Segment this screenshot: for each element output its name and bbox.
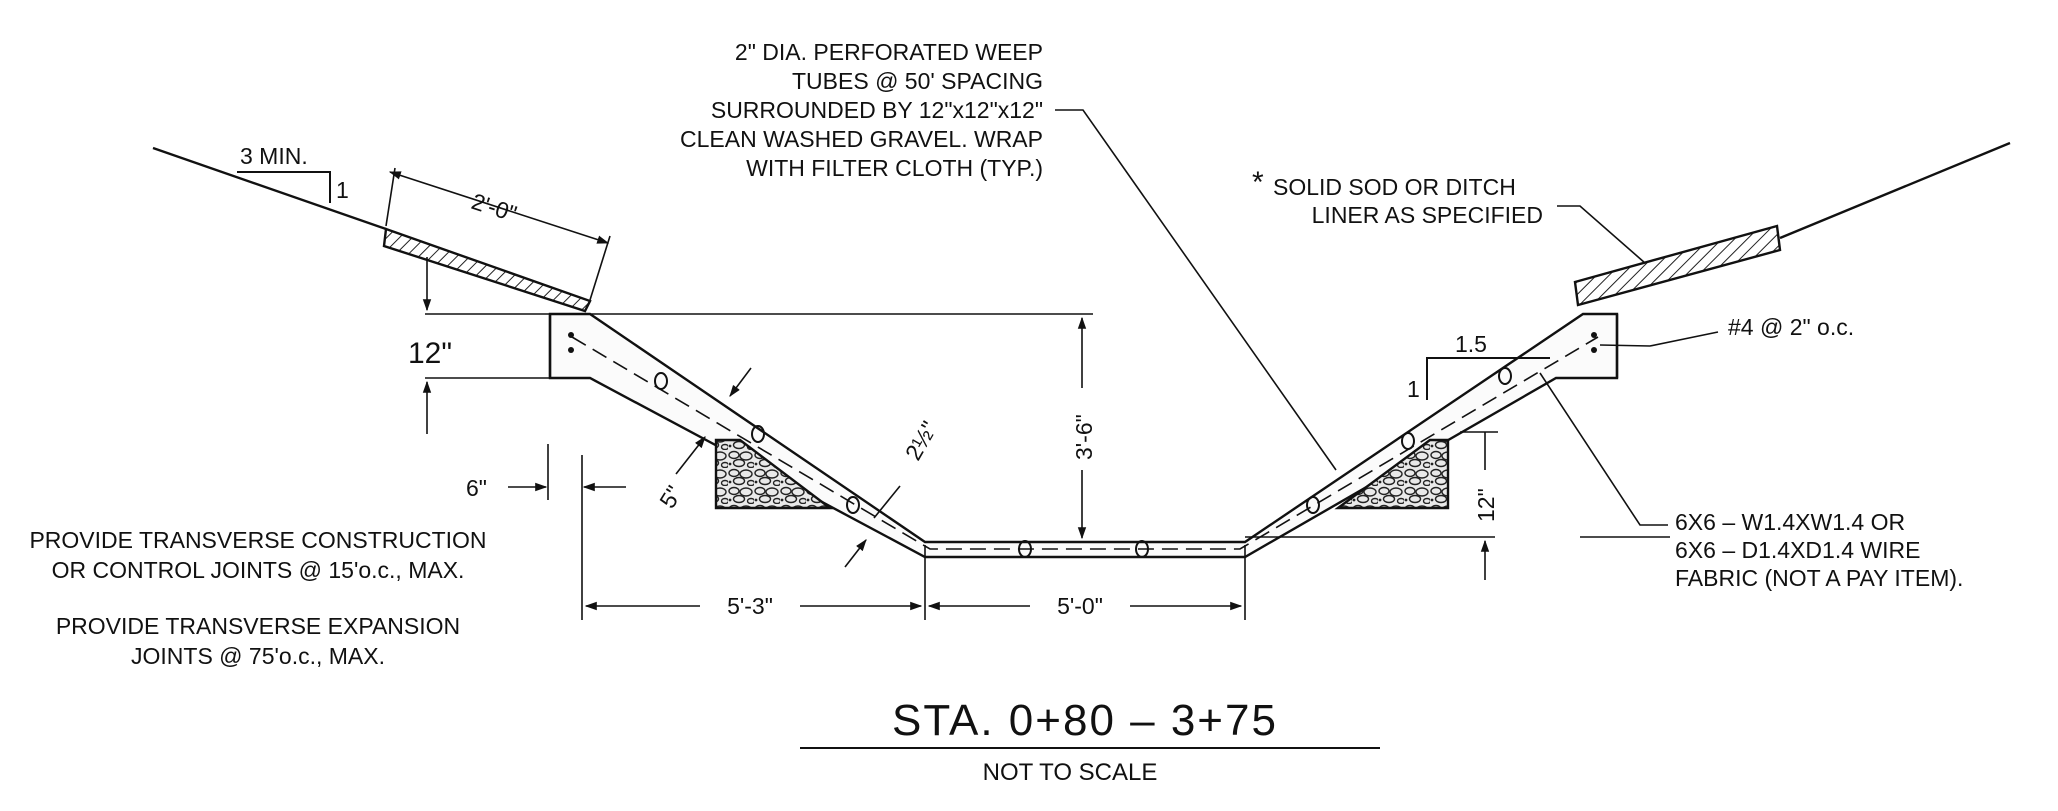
right-gravel-pocket bbox=[1334, 438, 1450, 510]
gravel-height-label: 12" bbox=[1473, 488, 1499, 522]
side-slope-triangle bbox=[1426, 357, 1550, 400]
left-ground-line bbox=[152, 146, 387, 231]
scale-note: NOT TO SCALE bbox=[983, 759, 1158, 786]
concrete-lining bbox=[548, 312, 1619, 559]
left-gravel-pocket bbox=[714, 438, 834, 510]
joint-notes: PROVIDE TRANSVERSE CONSTRUCTION OR CONTR… bbox=[29, 527, 486, 669]
wire-fabric-line-3: FABRIC (NOT A PAY ITEM). bbox=[1675, 565, 1963, 591]
weep-tube-line-3: SURROUNDED BY 12"x12"x12" bbox=[711, 97, 1043, 123]
left-slope-width-label: 5'-3" bbox=[727, 593, 773, 619]
sod-marker: * bbox=[1252, 166, 1264, 199]
expansion-joints-line-2: JOINTS @ 75'o.c., MAX. bbox=[131, 643, 385, 669]
sod-width-dimension-line bbox=[388, 171, 610, 244]
wire-fabric-line-1: 6X6 – W1.4XW1.4 OR bbox=[1675, 509, 1905, 535]
edge-width-label: 6" bbox=[466, 475, 487, 501]
weep-tube-line-5: WITH FILTER CLOTH (TYP.) bbox=[746, 155, 1043, 181]
sod-width-extension bbox=[385, 167, 396, 227]
weep-tube-leader bbox=[1055, 109, 1337, 471]
edge-depth-label: 12" bbox=[408, 337, 452, 370]
slab-thickness-label: 5" bbox=[654, 481, 687, 513]
side-slope-run-label: 1.5 bbox=[1455, 331, 1487, 357]
sod-line-2: LINER AS SPECIFIED bbox=[1312, 202, 1543, 228]
right-rebar-dot bbox=[1591, 332, 1597, 338]
channel-depth-label: 3'-6" bbox=[1071, 414, 1097, 460]
weep-tube-line-4: CLEAN WASHED GRAVEL. WRAP bbox=[680, 126, 1043, 152]
left-sod-strip bbox=[382, 227, 592, 313]
wire-fabric-line-2: 6X6 – D1.4XD1.4 WIRE bbox=[1675, 537, 1920, 563]
weep-tube-callout: 2" DIA. PERFORATED WEEP TUBES @ 50' SPAC… bbox=[680, 39, 1043, 181]
construction-joints-line-1: PROVIDE TRANSVERSE CONSTRUCTION bbox=[29, 527, 486, 553]
sod-leader bbox=[1557, 205, 1646, 264]
section-title: STA. 0+80 – 3+75 bbox=[892, 696, 1278, 745]
expansion-joints-line-1: PROVIDE TRANSVERSE EXPANSION bbox=[56, 613, 460, 639]
weep-tubes bbox=[654, 367, 1512, 558]
weep-tube-line-1: 2" DIA. PERFORATED WEEP bbox=[735, 39, 1043, 65]
sod-callout: * SOLID SOD OR DITCH LINER AS SPECIFIED bbox=[1252, 166, 1543, 228]
sod-line-1: SOLID SOD OR DITCH bbox=[1273, 174, 1516, 200]
right-sod-strip bbox=[1573, 224, 1782, 307]
cover-leader bbox=[873, 485, 901, 519]
weep-tube-line-2: TUBES @ 50' SPACING bbox=[792, 68, 1043, 94]
cover-arrow bbox=[844, 539, 867, 568]
sod-width-label: 2'-0" bbox=[468, 188, 520, 227]
wire-fabric-leader bbox=[1539, 372, 1668, 526]
rebar-callout: #4 @ 2" o.c. bbox=[1728, 314, 1854, 340]
slope-triangle bbox=[237, 171, 331, 203]
bottom-width-label: 5'-0" bbox=[1057, 593, 1103, 619]
right-rebar-dot bbox=[1591, 347, 1597, 353]
slope-min-label: 3 MIN. bbox=[240, 143, 308, 169]
slab-thickness-arrow bbox=[729, 367, 752, 397]
construction-joints-line-2: OR CONTROL JOINTS @ 15'o.c., MAX. bbox=[52, 557, 465, 583]
left-rebar-dot bbox=[568, 332, 574, 338]
sod-width-extension bbox=[589, 235, 611, 301]
rebar-leader bbox=[1599, 331, 1719, 347]
slab-thickness-arrow bbox=[675, 436, 706, 475]
left-rebar-dot bbox=[568, 347, 574, 353]
right-ground-line bbox=[1779, 141, 2011, 240]
wire-cover-label: 2½" bbox=[900, 417, 943, 465]
slope-rise-label: 1 bbox=[336, 177, 349, 203]
side-slope-rise-label: 1 bbox=[1407, 376, 1420, 402]
wire-fabric-callout: 6X6 – W1.4XW1.4 OR 6X6 – D1.4XD1.4 WIRE … bbox=[1675, 509, 1963, 591]
